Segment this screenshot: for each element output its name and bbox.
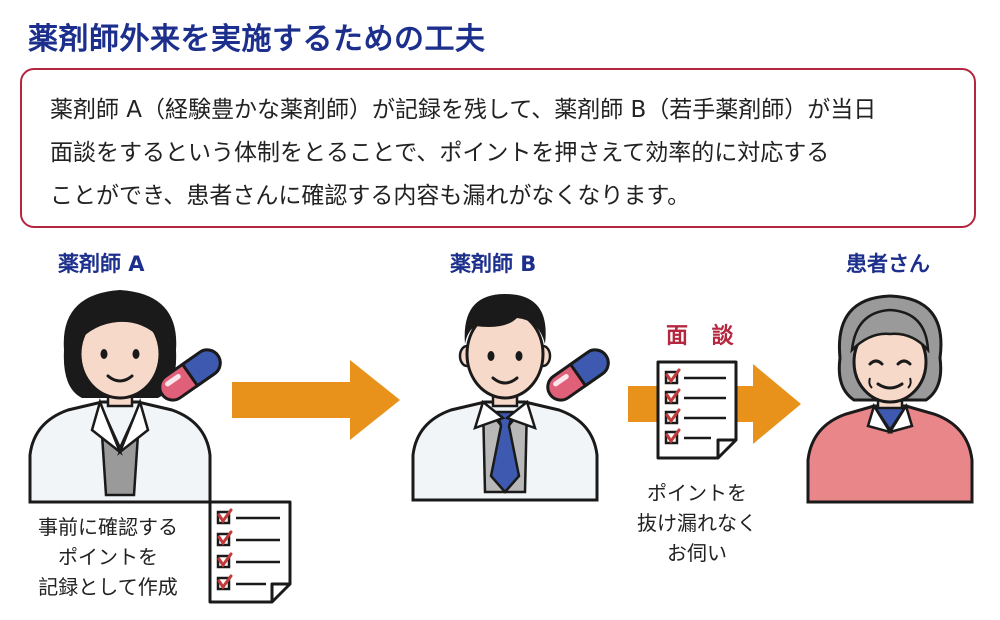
pharmacist-a-caption: 事前に確認する ポイントを 記録として作成 <box>10 512 206 602</box>
pharmacist-b-figure <box>411 294 599 502</box>
role-label-pharmacist-b: 薬剤師 B <box>450 252 537 276</box>
summary-line: ことができ、患者さんに確認する内容も漏れがなくなります。 <box>50 183 691 209</box>
summary-line: 面談をするという体制をとることで、ポイントを押さえて効率的に対応する <box>50 140 830 166</box>
caption-line: お伺い <box>667 541 727 565</box>
caption-line: 記録として作成 <box>38 575 178 599</box>
page-title: 薬剤師外来を実施するための工夫 <box>28 22 486 57</box>
capsule-icon <box>546 348 610 402</box>
interview-label: 面 談 <box>666 324 742 349</box>
capsule-icon <box>158 348 222 402</box>
checklist-icon <box>208 500 292 604</box>
interview-caption: ポイントを 抜け漏れなく お伺い <box>612 478 782 568</box>
role-label-pharmacist-a: 薬剤師 A <box>58 252 145 276</box>
patient-figure <box>806 294 974 504</box>
summary-box: 薬剤師 A（経験豊かな薬剤師）が記録を残して、薬剤師 B（若手薬剤師）が当日 面… <box>20 68 976 228</box>
pharmacist-a-figure <box>28 290 212 504</box>
caption-line: ポイントを <box>58 545 158 569</box>
role-label-patient: 患者さん <box>846 252 930 276</box>
arrow-right-icon <box>232 360 400 440</box>
checklist-icon <box>656 360 738 460</box>
hair <box>464 294 546 344</box>
caption-line: 事前に確認する <box>38 515 178 539</box>
caption-line: 抜け漏れなく <box>637 511 757 535</box>
summary-line: 薬剤師 A（経験豊かな薬剤師）が記録を残して、薬剤師 B（若手薬剤師）が当日 <box>50 97 877 123</box>
caption-line: ポイントを <box>647 481 747 505</box>
